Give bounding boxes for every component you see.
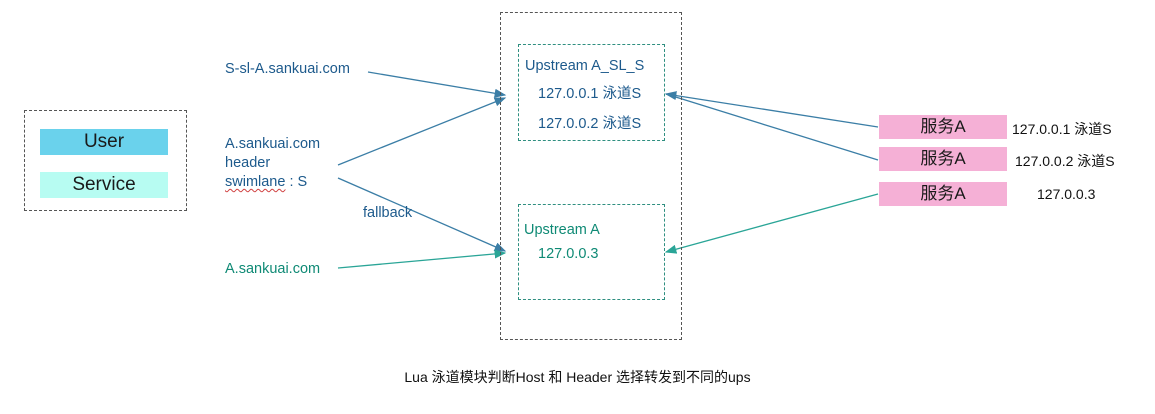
swimlane-key: swimlane bbox=[225, 174, 286, 190]
arrow-sl-host-to-upstream-sl bbox=[367, 71, 507, 98]
client-header-host: A.sankuai.com bbox=[225, 136, 321, 152]
service-node-2-addr: 127.0.0.2 泳道S bbox=[1015, 153, 1115, 169]
legend-user: User bbox=[40, 129, 168, 155]
arrow-service3-to-upstream-a bbox=[664, 193, 879, 254]
client-swimlane-host: S-sl-A.sankuai.com bbox=[225, 61, 350, 77]
legend: User Service bbox=[24, 110, 187, 211]
client-plain-host: A.sankuai.com bbox=[225, 261, 321, 277]
service-node-1-addr: 127.0.0.1 泳道S bbox=[1012, 121, 1112, 137]
arrow-plain-host-to-upstream-a bbox=[337, 249, 507, 269]
arrow-service1-to-upstream-sl bbox=[664, 91, 879, 128]
service-node-1: 服务A bbox=[879, 115, 1007, 139]
arrow-header-to-upstream-sl bbox=[337, 97, 507, 166]
gateway-container bbox=[500, 12, 682, 340]
fallback-label: fallback bbox=[363, 205, 413, 221]
upstream-sl-ip2: 127.0.0.2 泳道S bbox=[538, 116, 642, 132]
swimlane-value: : S bbox=[285, 174, 308, 190]
service-node-2: 服务A bbox=[879, 147, 1007, 171]
diagram-caption: Lua 泳道模块判断Host 和 Header 选择转发到不同的ups bbox=[404, 369, 751, 385]
upstream-sl-title: Upstream A_SL_S bbox=[525, 58, 645, 74]
upstream-a-ip1: 127.0.0.3 bbox=[538, 246, 599, 262]
arrow-service2-to-upstream-sl bbox=[665, 93, 879, 161]
upstream-a-box: Upstream A 127.0.0.3 bbox=[518, 204, 665, 300]
upstream-sl-box: Upstream A_SL_S 127.0.0.1 泳道S 127.0.0.2 … bbox=[518, 44, 665, 141]
service-node-3-addr: 127.0.0.3 bbox=[1037, 186, 1096, 202]
service-node-3: 服务A bbox=[879, 182, 1007, 206]
upstream-sl-ip1: 127.0.0.1 泳道S bbox=[538, 86, 642, 102]
legend-service: Service bbox=[40, 172, 168, 198]
client-header-line: header bbox=[225, 155, 271, 171]
arrow-fallback-to-upstream-a bbox=[337, 177, 507, 252]
upstream-a-title: Upstream A bbox=[524, 222, 600, 238]
client-swimlane-header: swimlane : S bbox=[225, 174, 307, 190]
